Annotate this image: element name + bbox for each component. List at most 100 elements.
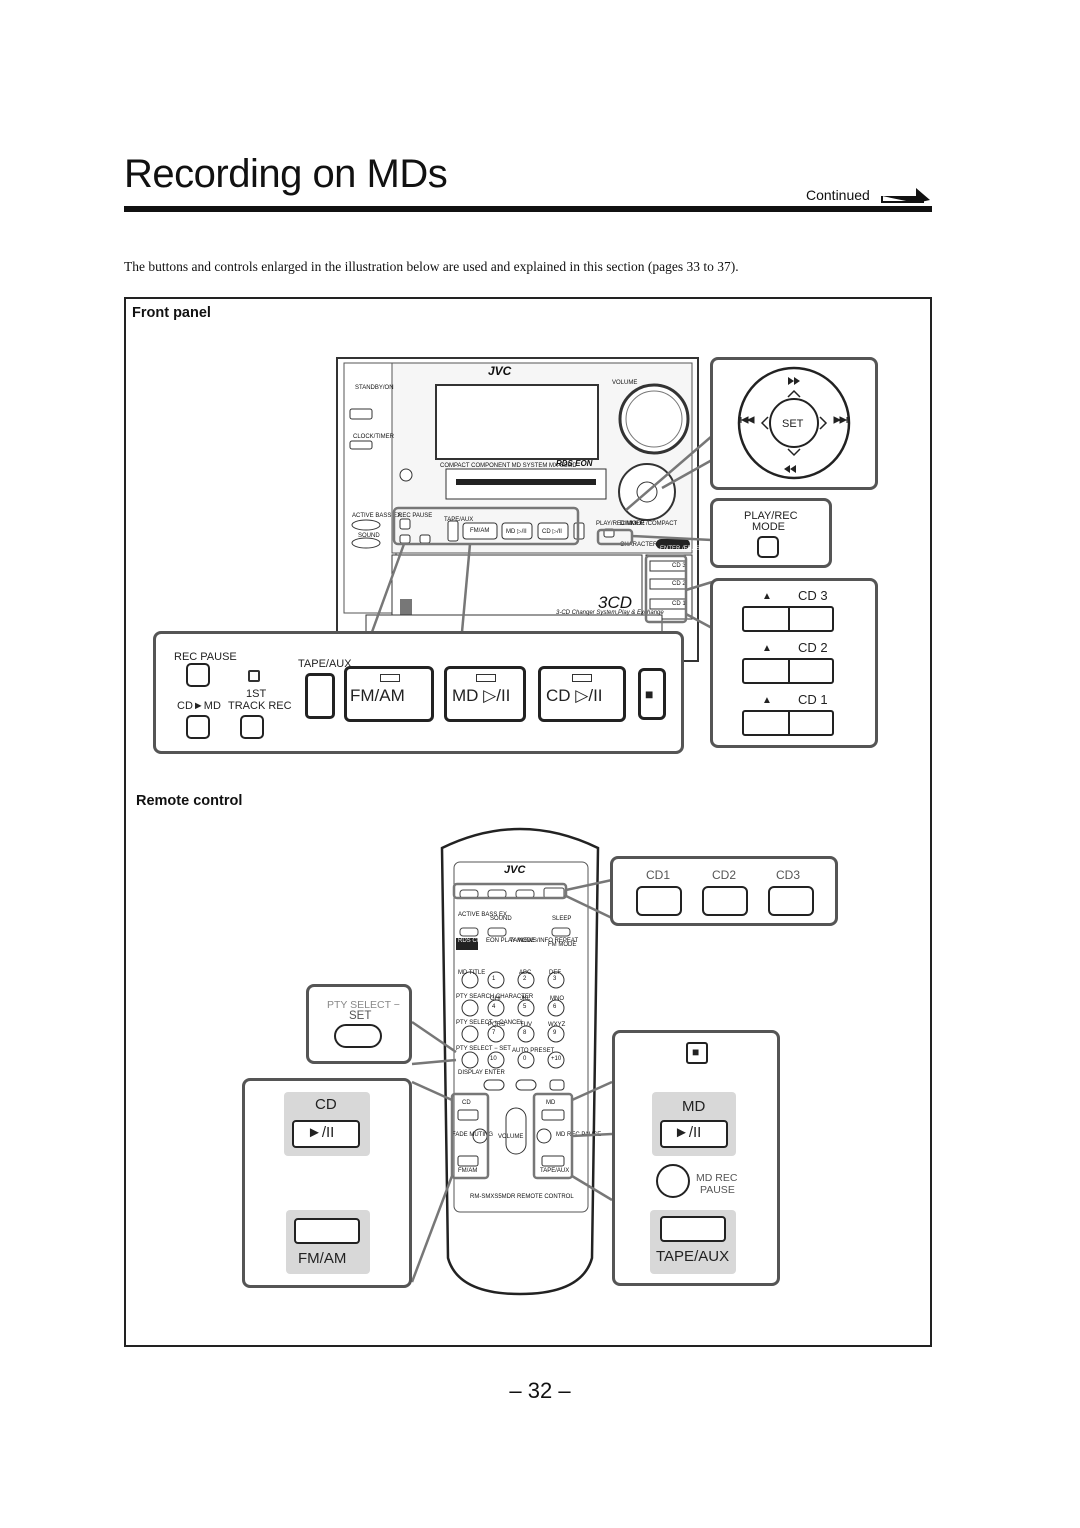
key-letters-3: DEF bbox=[549, 970, 561, 976]
remote-cd-small: CD bbox=[462, 1100, 471, 1106]
illustration-frame bbox=[124, 297, 932, 1347]
unit-rec-pause-label: REC PAUSE bbox=[398, 513, 433, 519]
jog-wheel-icon[interactable] bbox=[732, 365, 856, 483]
key-letters-5: JKL bbox=[520, 996, 531, 1002]
remote-md-small: MD bbox=[546, 1100, 556, 1106]
remote-cd3-button[interactable] bbox=[768, 886, 814, 916]
key-10[interactable]: 10 bbox=[490, 1056, 497, 1062]
remote-cd2-button[interactable] bbox=[702, 886, 748, 916]
remote-side-label-3: PTY SELECT + CANCEL bbox=[456, 1020, 524, 1026]
unit-enter-label: ENTER /ERASE bbox=[660, 546, 705, 552]
remote-tape-aux-button[interactable] bbox=[660, 1216, 726, 1242]
unit-front-drawing bbox=[336, 357, 699, 662]
key-letters-8: TUV bbox=[520, 1022, 532, 1028]
unit-standby-label: STANDBY/ON bbox=[355, 385, 394, 391]
key-8[interactable]: 8 bbox=[523, 1030, 527, 1036]
key-letters-2: ABC bbox=[519, 970, 532, 976]
stop-button[interactable] bbox=[638, 668, 666, 720]
md-play-button[interactable] bbox=[444, 666, 526, 722]
unit-model-label: COMPACT COMPONENT MD SYSTEM MX-S5MD bbox=[440, 463, 577, 469]
remote-side-label-2: PTY SEARCH CHARACTER bbox=[456, 994, 534, 1000]
rec-pause-button[interactable] bbox=[186, 663, 210, 687]
pty-set-button[interactable] bbox=[334, 1024, 382, 1048]
remote-tape-aux-label: TAPE/AUX bbox=[656, 1248, 730, 1265]
key-7[interactable]: 7 bbox=[492, 1030, 496, 1036]
tape-aux-label: TAPE/AUX bbox=[298, 658, 352, 670]
key-letters-6: MNO bbox=[550, 996, 564, 1002]
eject-icon: ▲ bbox=[762, 695, 772, 706]
remote-cd-play-button[interactable] bbox=[292, 1120, 360, 1148]
track-rec-label: TRACK REC bbox=[228, 700, 292, 712]
remote-stop-button[interactable] bbox=[686, 1042, 708, 1064]
remote-brand: JVC bbox=[504, 864, 526, 876]
unit-volume-label: VOLUME bbox=[612, 380, 638, 386]
remote-fm-am-button[interactable] bbox=[294, 1218, 360, 1244]
mode-label: MODE bbox=[752, 521, 785, 533]
play-rec-label: PLAY/REC bbox=[744, 510, 798, 522]
fm-am-indicator bbox=[380, 674, 400, 682]
unit-cd-label: CD ▷/II bbox=[542, 529, 562, 535]
eject-icon: ▲ bbox=[762, 643, 772, 654]
rec-pause-indicator bbox=[248, 670, 260, 682]
key-1[interactable]: 1 bbox=[492, 976, 496, 982]
remote-cd1-button[interactable] bbox=[636, 886, 682, 916]
page-title: Recording on MDs bbox=[124, 152, 448, 196]
unit-3cd-logo: 3CD bbox=[598, 593, 633, 612]
remote-top-label-2: SOUND bbox=[490, 916, 512, 922]
cd2-label: CD 2 bbox=[798, 640, 828, 655]
cd-play-button[interactable] bbox=[538, 666, 626, 722]
key-9[interactable]: 9 bbox=[553, 1030, 557, 1036]
cd3-divider bbox=[788, 606, 790, 632]
cd1-label: CD 1 bbox=[798, 692, 828, 707]
remote-side-label-1: MD TITLE bbox=[458, 970, 486, 976]
remote-top-label-7: FM MODE bbox=[548, 942, 577, 948]
remote-fm-am-small: FM/AM bbox=[458, 1168, 478, 1174]
unit-dimmer-label: DIMMER /COMPACT bbox=[620, 521, 678, 527]
unit-cd1-label: CD 1 bbox=[672, 601, 686, 607]
remote-side-label-4: PTY SELECT − SET bbox=[456, 1046, 511, 1052]
key-6[interactable]: 6 bbox=[553, 1004, 557, 1010]
remote-control-heading: Remote control bbox=[136, 793, 243, 809]
key-plus10[interactable]: +10 bbox=[551, 1056, 562, 1062]
md-indicator bbox=[476, 674, 496, 682]
track-rec-button[interactable] bbox=[240, 715, 264, 739]
remote-cd-play-label: ►/II bbox=[307, 1124, 335, 1141]
cd3-label: CD 3 bbox=[798, 588, 828, 603]
cd-md-label: CD►MD bbox=[177, 700, 221, 712]
pty-set-label: SET bbox=[349, 1010, 372, 1022]
play-rec-mode-button[interactable] bbox=[757, 536, 779, 558]
eject-icon: ▲ bbox=[762, 591, 772, 602]
unit-cd3-label: CD 3 bbox=[672, 563, 686, 569]
continued-label: Continued bbox=[806, 187, 870, 203]
cd2-divider bbox=[788, 658, 790, 684]
auto-preset-label: AUTO PRESET bbox=[512, 1048, 555, 1054]
set-label: SET bbox=[782, 418, 804, 430]
unit-rds-logo: RDS EON bbox=[556, 459, 593, 468]
unit-brand: JVC bbox=[488, 364, 512, 378]
stop-button-label: ■ bbox=[645, 686, 654, 702]
key-5[interactable]: 5 bbox=[523, 1004, 527, 1010]
remote-model-label: RM-SMXS5MDR REMOTE CONTROL bbox=[470, 1194, 574, 1200]
key-2[interactable]: 2 bbox=[523, 976, 527, 982]
tape-aux-button[interactable] bbox=[305, 673, 335, 719]
fm-am-button-label: FM/AM bbox=[350, 686, 405, 705]
key-4[interactable]: 4 bbox=[492, 1004, 496, 1010]
remote-fade-muting-label: FADE MUTING bbox=[452, 1132, 494, 1138]
remote-top-label-4: RDS CONTROL bbox=[458, 938, 502, 944]
fm-am-button[interactable] bbox=[344, 666, 434, 722]
cd-md-button[interactable] bbox=[186, 715, 210, 739]
remote-body-drawing bbox=[440, 827, 600, 1296]
unit-cd2-label: CD 2 bbox=[672, 581, 686, 587]
remote-md-rec-label: MD REC bbox=[696, 1172, 738, 1184]
remote-cd1-label: CD1 bbox=[646, 868, 671, 882]
key-letters-7: PQRS bbox=[488, 1022, 506, 1028]
key-3[interactable]: 3 bbox=[553, 976, 557, 982]
unit-changer-label: 3-CD Changer System,Play & Exchange bbox=[556, 610, 664, 616]
unit-tape-aux-label: TAPE/AUX bbox=[444, 517, 474, 523]
remote-md-label: MD bbox=[682, 1098, 706, 1115]
first-label: 1ST bbox=[246, 688, 267, 700]
continued-arrow-icon bbox=[881, 188, 930, 203]
remote-md-rec-pause-button[interactable] bbox=[656, 1164, 690, 1198]
remote-md-play-button[interactable] bbox=[660, 1120, 728, 1148]
key-0[interactable]: 0 bbox=[523, 1056, 527, 1062]
